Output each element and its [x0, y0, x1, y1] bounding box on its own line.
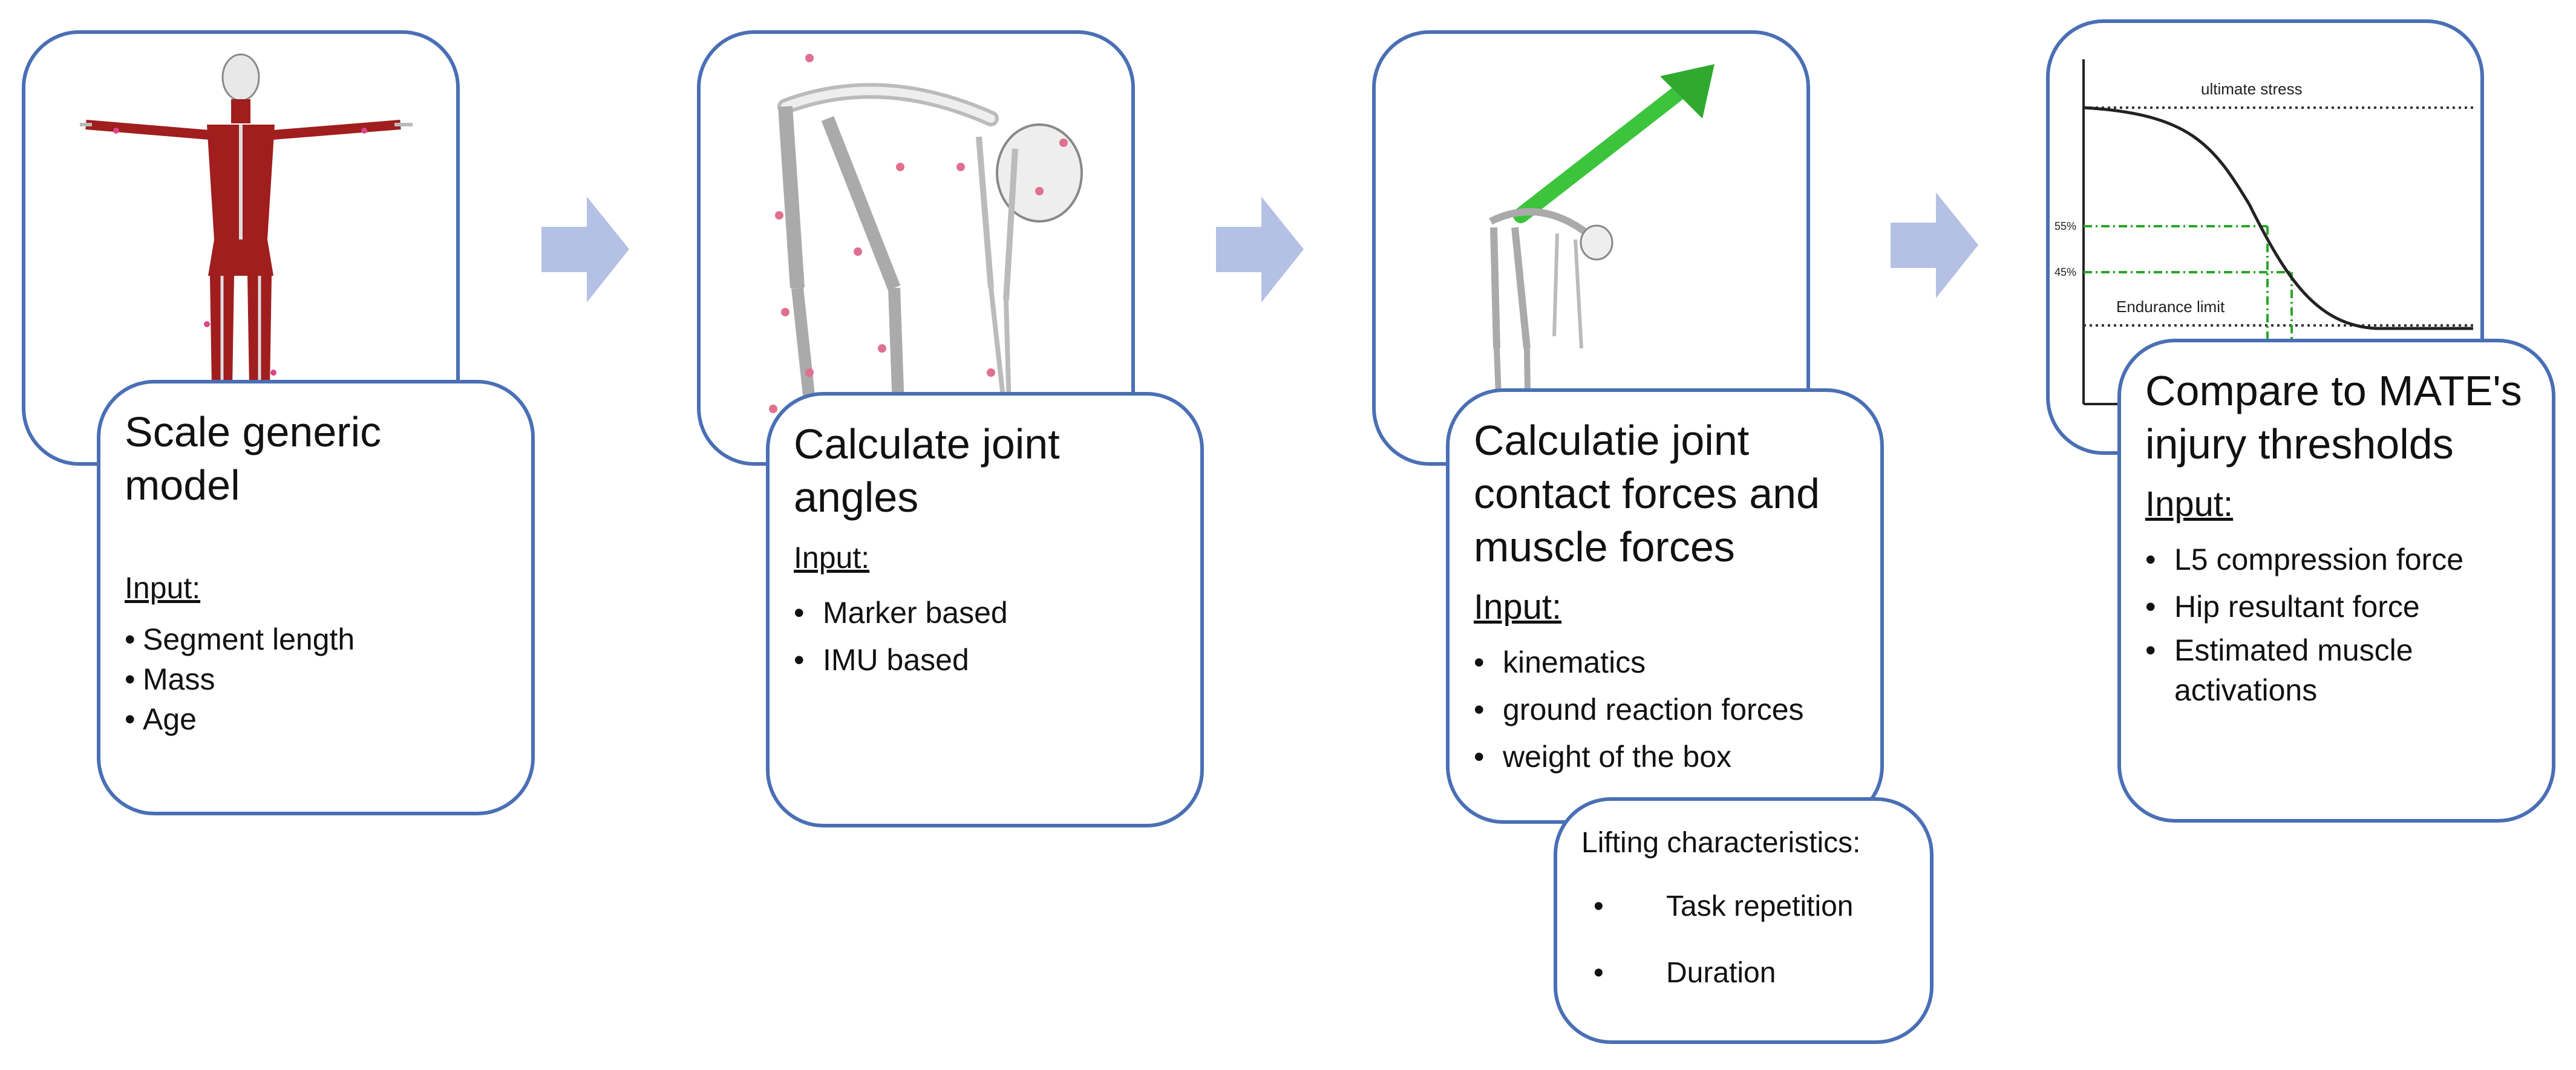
flow-arrow-2	[1216, 197, 1304, 302]
step-card-calculate-joint-angles: Calculate joint angles Input: Marker bas…	[766, 392, 1204, 827]
tick-55-label: 55%	[2055, 220, 2076, 232]
tick-45-label: 45%	[2055, 266, 2076, 278]
step-title: Calculate joint angles	[794, 420, 1060, 521]
endurance-limit-label: Endurance limit	[2116, 298, 2225, 316]
list-item: Segment length	[125, 619, 507, 659]
input-list: L5 compression force Hip resultant force…	[2145, 536, 2528, 710]
step-card-scale-generic-model: Scale generic model Input: Segment lengt…	[97, 380, 535, 815]
skeleton-markers-icon	[769, 54, 1083, 458]
input-label: Input:	[1474, 587, 1562, 627]
list-item: IMU based	[794, 636, 1176, 683]
list-item: Task repetition	[1581, 873, 1906, 940]
list-item: kinematics	[1474, 639, 1856, 686]
list-item: Estimated muscle activations	[2145, 630, 2528, 710]
step-card-joint-contact-forces: Calculatie joint contact forces and musc…	[1446, 388, 1884, 824]
skeleton-force-arrow-icon	[1489, 64, 1715, 434]
flow-arrow-1	[541, 197, 629, 302]
step-card-compare-injury-thresholds: Compare to MATE's injury thresholds Inpu…	[2117, 339, 2555, 823]
lifting-label: Lifting characteristics:	[1581, 827, 1861, 859]
flow-arrow-3	[1891, 192, 1978, 298]
step-title: Scale generic model	[125, 408, 382, 509]
input-list: Marker based IMU based	[794, 589, 1176, 683]
list-item: Duration	[1581, 940, 1906, 1006]
list-item: L5 compression force	[2145, 536, 2528, 583]
list-item: Marker based	[794, 589, 1176, 636]
input-label: Input:	[2145, 484, 2234, 524]
list-item: weight of the box	[1474, 733, 1856, 780]
lifting-characteristics-card: Lifting characteristics: Task repetition…	[1554, 797, 1934, 1044]
input-list: Segment length Mass Age	[125, 619, 507, 739]
input-label: Input:	[794, 541, 870, 575]
step-title: Calculatie joint contact forces and musc…	[1474, 417, 1820, 570]
step-title: Compare to MATE's injury thresholds	[2145, 367, 2522, 468]
list-item: Hip resultant force	[2145, 583, 2528, 630]
input-list: kinematics ground reaction forces weight…	[1474, 639, 1856, 780]
list-item: Age	[125, 699, 507, 739]
ultimate-stress-label: ultimate stress	[2201, 80, 2303, 98]
list-item: Mass	[125, 659, 507, 699]
lifting-list: Task repetition Duration	[1581, 873, 1906, 1006]
list-item: ground reaction forces	[1474, 686, 1856, 733]
input-label: Input:	[125, 571, 201, 605]
